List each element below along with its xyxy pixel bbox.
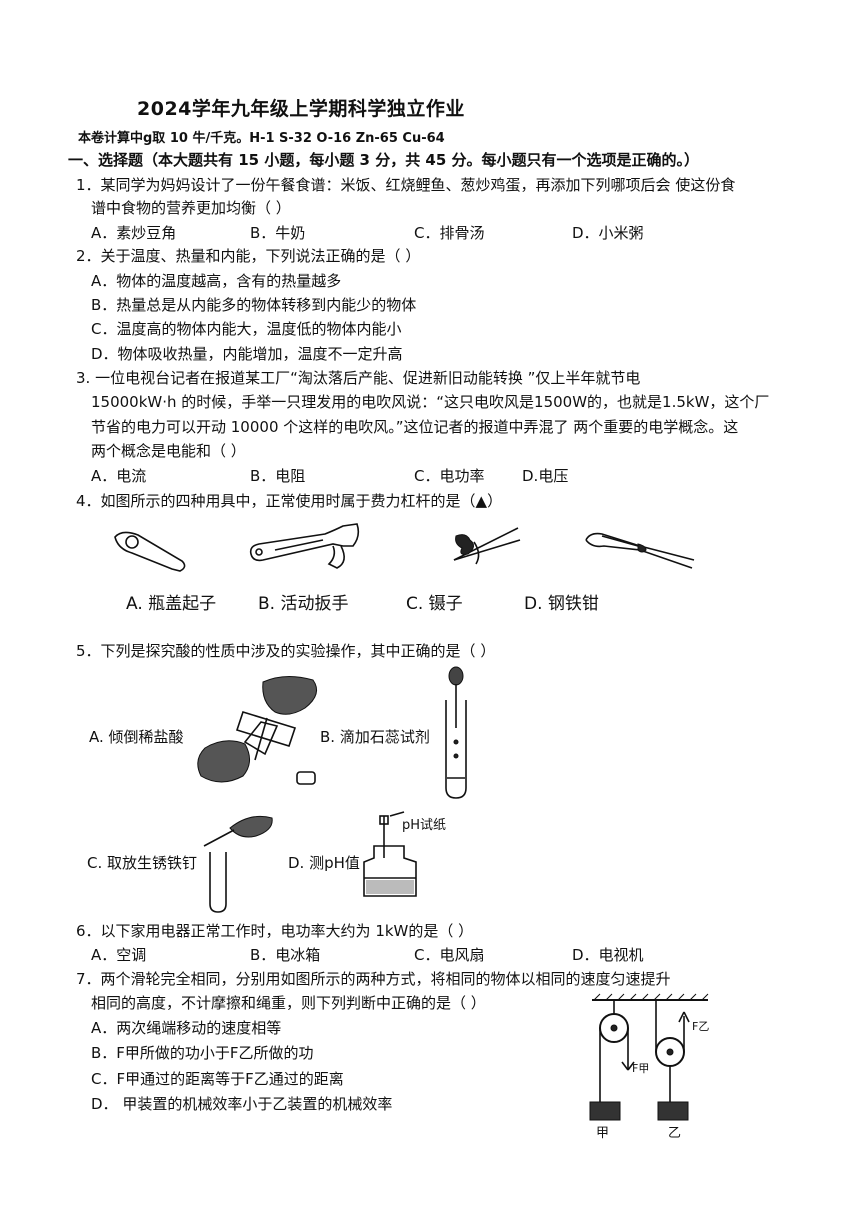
ph-paper-label: pH试纸 <box>402 818 447 833</box>
q7-option-d: D． 甲装置的机械效率小于乙装置的机械效率 <box>91 1095 393 1113</box>
q5-label-d: D. 测pH值 <box>288 854 360 872</box>
q7-option-b: B．F甲所做的功小于F乙所做的功 <box>91 1044 314 1062</box>
q7-line2: 相同的高度，不计摩擦和绳重，则下列判断中正确的是（ ） <box>91 994 486 1012</box>
rusty-nail-figure <box>203 815 273 913</box>
tweezers-figure <box>453 527 521 565</box>
q1-line1: 1．某同学为妈妈设计了一份午餐食谱：米饭、红烧鲤鱼、葱炒鸡蛋，再添加下列哪项后会… <box>76 176 736 194</box>
header-note: 本卷计算中g取 10 牛/千克。H-1 S-32 O-16 Zn-65 Cu-6… <box>78 131 445 146</box>
q4-stem: 4．如图所示的四种用具中，正常使用时属于费力杠杆的是（▲） <box>76 492 503 510</box>
q1-option-b: B．牛奶 <box>250 224 306 242</box>
q6-option-a: A．空调 <box>91 946 147 964</box>
q7-line1: 7．两个滑轮完全相同，分别用如图所示的两种方式，将相同的物体以相同的速度匀速提升 <box>76 970 671 988</box>
f-jia-label: F甲 <box>632 1062 650 1075</box>
q2-option-d: D．物体吸收热量，内能增加，温度不一定升高 <box>91 345 403 363</box>
wire-cutter-figure <box>585 532 695 569</box>
q6-option-d: D．电视机 <box>572 946 644 964</box>
q6-option-c: C．电风扇 <box>414 946 485 964</box>
q4-option-d: D. 钢铁钳 <box>524 594 599 614</box>
q3-option-b: B．电阻 <box>250 467 306 485</box>
q3-line4: 两个概念是电能和（ ） <box>91 442 246 460</box>
q4-option-b: B. 活动扳手 <box>258 594 349 614</box>
q4-option-c: C. 镊子 <box>406 594 463 614</box>
q3-line3: 节省的电力可以开动 10000 个这样的电吹风。”这位记者的报道中弄混了 两个重… <box>91 418 739 436</box>
bottle-opener-figure <box>114 531 186 572</box>
q6-option-b: B．电冰箱 <box>250 946 321 964</box>
q1-option-a: A．素炒豆角 <box>91 224 177 242</box>
q3-option-a: A．电流 <box>91 467 147 485</box>
q3-line2: 15000kW·h 的时候，手举一只理发用的电吹风说：“这只电吹风是1500W的… <box>91 393 770 411</box>
fig-label-yi: 乙 <box>668 1126 682 1141</box>
ph-test-figure <box>363 811 417 897</box>
q3-option-d: D.电压 <box>522 467 569 485</box>
section-heading: 一、选择题（本大题共有 15 小题，每小题 3 分，共 45 分。每小题只有一个… <box>68 151 700 169</box>
q2-option-a: A．物体的温度越高，含有的热量越多 <box>91 272 342 290</box>
f-yi-label: F乙 <box>692 1020 710 1033</box>
q5-label-c: C. 取放生锈铁钉 <box>87 854 198 872</box>
q4-option-a: A. 瓶盖起子 <box>126 594 217 614</box>
q7-option-a: A．两次绳端移动的速度相等 <box>91 1019 282 1037</box>
q2-stem: 2．关于温度、热量和内能，下列说法正确的是（ ） <box>76 247 421 265</box>
q7-option-c: C．F甲通过的距离等于F乙通过的距离 <box>91 1070 344 1088</box>
q3-line1: 3. 一位电视台记者在报道某工厂“淘汰落后产能、促进新旧动能转换 ”仅上半年就节… <box>76 369 641 387</box>
q3-option-c: C．电功率 <box>414 467 485 485</box>
pulley-figure <box>589 993 709 1121</box>
dropper-testtube-figure <box>445 666 467 799</box>
q1-option-c: C．排骨汤 <box>414 224 485 242</box>
page-title: 2024学年九年级上学期科学独立作业 <box>137 98 465 120</box>
q5-label-b: B. 滴加石蕊试剂 <box>320 728 430 746</box>
q5-label-a: A. 倾倒稀盐酸 <box>89 728 184 746</box>
q2-option-c: C．温度高的物体内能大，温度低的物体内能小 <box>91 320 402 338</box>
pouring-acid-figure <box>197 676 318 785</box>
q1-option-d: D．小米粥 <box>572 224 644 242</box>
q5-stem: 5．下列是探究酸的性质中涉及的实验操作，其中正确的是（ ） <box>76 642 496 660</box>
q6-stem: 6．以下家用电器正常工作时，电功率大约为 1kW的是（ ） <box>76 922 474 940</box>
q2-option-b: B．热量总是从内能多的物体转移到内能少的物体 <box>91 296 417 314</box>
q1-line2: 谱中食物的营养更加均衡（ ） <box>91 199 291 217</box>
adjustable-wrench-figure <box>249 523 360 569</box>
fig-label-jia: 甲 <box>596 1126 610 1141</box>
